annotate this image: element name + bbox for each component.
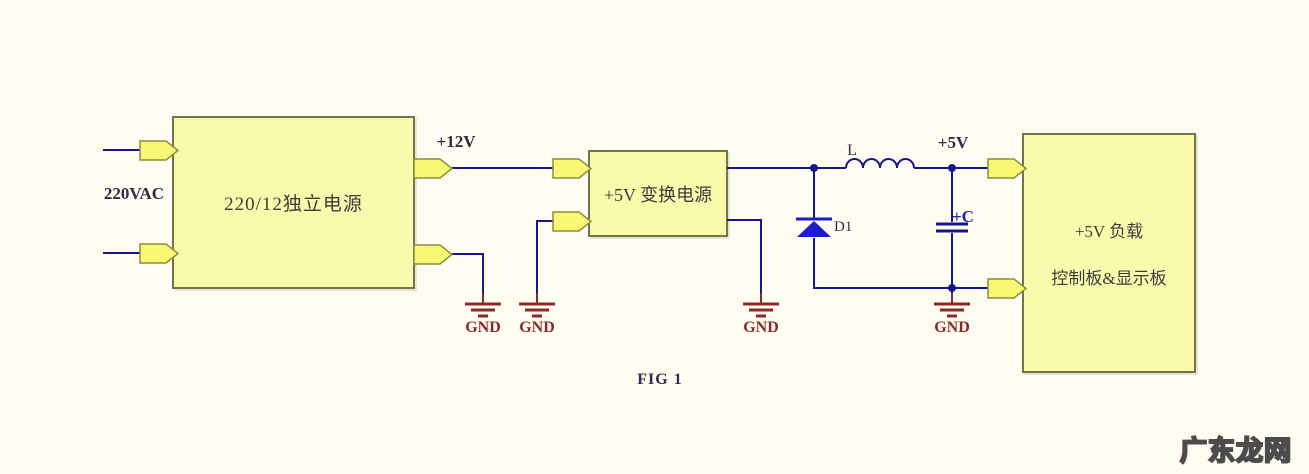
- label-inductor: L: [847, 142, 857, 159]
- block-220-12-psu-label: 220/12独立电源: [224, 194, 363, 215]
- ground-symbol-2: [519, 293, 555, 318]
- connector-conv-in-gnd: [552, 211, 593, 232]
- block-220-12-psu: 220/12独立电源: [172, 116, 415, 289]
- block-5v-load-label-line1: +5V 负载: [1074, 222, 1144, 241]
- connector-ac-in-2: [139, 243, 180, 264]
- label-gnd-2: GND: [519, 319, 555, 336]
- block-5v-converter: +5V 变换电源: [588, 150, 728, 237]
- block-5v-load-label-line2: 控制板&显示板: [1051, 269, 1167, 288]
- connector-load-in-return: [987, 278, 1028, 299]
- label-gnd-3: GND: [743, 319, 779, 336]
- diode-symbol: [796, 217, 832, 237]
- block-5v-converter-label: +5V 变换电源: [603, 184, 713, 205]
- watermark: 广东龙网: [1179, 435, 1292, 468]
- ground-symbol-4: [934, 293, 970, 318]
- label-220vac: 220VAC: [103, 184, 165, 203]
- connector-conv-in-12v: [552, 158, 593, 179]
- ground-symbol-3: [743, 293, 779, 318]
- wire-conv-gnd: [727, 219, 762, 293]
- block-5v-load: +5V 负载 控制板&显示板: [1022, 133, 1196, 373]
- label-capacitor-c: +C: [952, 207, 974, 226]
- capacitor-symbol: [936, 222, 968, 233]
- junction-dot-return-node: [948, 284, 956, 292]
- wire-psu-return: [452, 253, 484, 293]
- label-plus5v: +5V: [937, 133, 969, 152]
- figure-caption: FIG 1: [637, 371, 683, 388]
- junction-dot-5v-node: [948, 164, 956, 172]
- label-gnd-1: GND: [465, 319, 501, 336]
- ground-symbol-1: [465, 293, 501, 318]
- wire-cap-bottom: [951, 233, 988, 289]
- connector-psu-out-12v: [413, 158, 454, 179]
- connector-load-in-5v: [987, 158, 1028, 179]
- wire-conv-return: [536, 220, 553, 293]
- connector-ac-in-1: [139, 140, 180, 161]
- inductor-symbol: [845, 158, 915, 169]
- wire-bottom-rail: [813, 238, 952, 289]
- junction-dot-switch-node: [810, 164, 818, 172]
- label-plus12v: +12V: [436, 132, 476, 151]
- connector-psu-out-return: [413, 244, 454, 265]
- label-diode-d1: D1: [834, 219, 853, 235]
- label-gnd-4: GND: [934, 319, 970, 336]
